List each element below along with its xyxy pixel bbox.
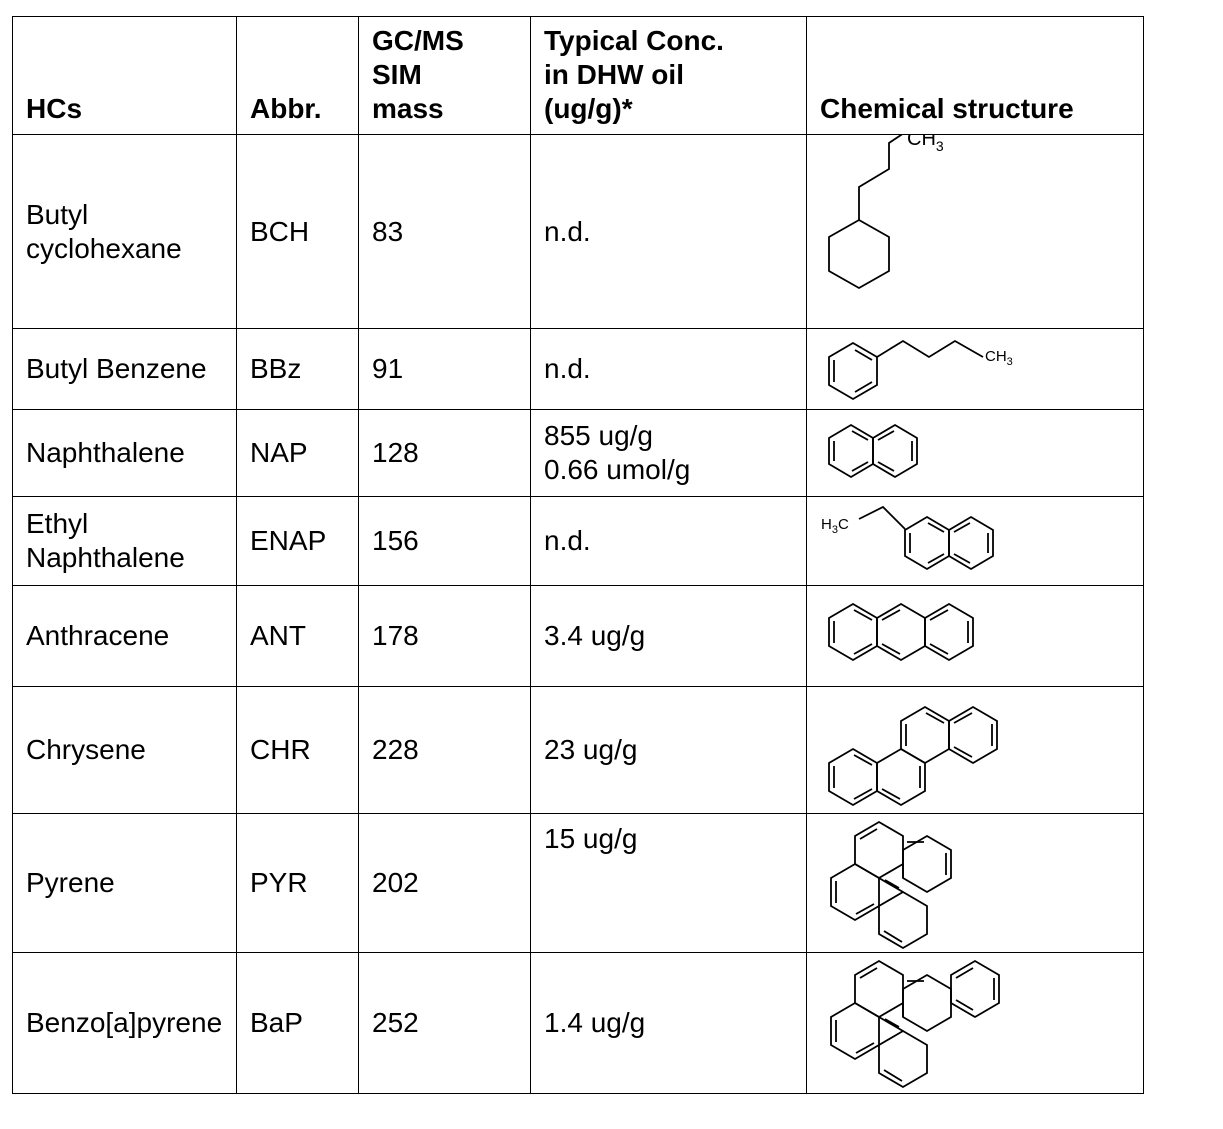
row-name: Chrysene — [12, 686, 237, 814]
row-mass: 91 — [358, 328, 531, 410]
butyl-benzene-structure-icon: CH3 — [828, 339, 1013, 401]
row-conc: 23 ug/g — [530, 686, 807, 814]
chrysene-structure-icon — [828, 705, 998, 807]
table-row: Naphthalene NAP 128 855 ug/g 0.66 umol/g — [12, 409, 1144, 497]
table-header-row: HCs Abbr. GC/MS SIM mass Typical Conc. i… — [12, 16, 1144, 135]
row-name: Naphthalene — [12, 409, 237, 497]
row-conc: 15 ug/g — [530, 813, 807, 953]
header-hcs: HCs — [12, 16, 237, 135]
header-structure: Chemical structure — [806, 16, 1144, 135]
row-abbr: ANT — [236, 585, 359, 687]
butyl-cyclohexane-structure-icon: CH3 — [828, 135, 944, 290]
header-abbr: Abbr. — [236, 16, 359, 135]
table-row: Ethyl Naphthalene ENAP 156 n.d. H3C — [12, 496, 1144, 586]
row-mass: 83 — [358, 134, 531, 329]
structure-cell: CH3 — [806, 134, 1144, 329]
row-name: Benzo[a]pyrene — [12, 952, 237, 1094]
anthracene-structure-icon — [828, 602, 974, 662]
table-row: Butyl cyclohexane BCH 83 n.d. CH3 — [12, 134, 1144, 329]
row-mass: 178 — [358, 585, 531, 687]
row-name: Pyrene — [12, 813, 237, 953]
svg-text:H3C: H3C — [821, 516, 849, 536]
row-abbr: NAP — [236, 409, 359, 497]
row-abbr: BBz — [236, 328, 359, 410]
row-mass: 252 — [358, 952, 531, 1094]
row-name: Anthracene — [12, 585, 237, 687]
structure-cell — [806, 952, 1144, 1094]
row-abbr: PYR — [236, 813, 359, 953]
row-mass: 128 — [358, 409, 531, 497]
header-mass: GC/MS SIM mass — [358, 16, 531, 135]
row-conc: n.d. — [530, 496, 807, 586]
structure-cell — [806, 813, 1144, 953]
row-mass: 228 — [358, 686, 531, 814]
row-mass: 156 — [358, 496, 531, 586]
row-conc: 3.4 ug/g — [530, 585, 807, 687]
table-row: Butyl Benzene BBz 91 n.d. CH3 — [12, 328, 1144, 410]
ethyl-naphthalene-structure-icon: H3C — [821, 505, 994, 571]
structure-cell: CH3 — [806, 328, 1144, 410]
header-conc: Typical Conc. in DHW oil (ug/g)* — [530, 16, 807, 135]
pyrene-structure-icon — [830, 820, 952, 950]
row-name: Butyl cyclohexane — [12, 134, 237, 329]
table-row: Benzo[a]pyrene BaP 252 1.4 ug/g — [12, 952, 1144, 1094]
svg-text:CH3: CH3 — [985, 348, 1013, 368]
naphthalene-structure-icon — [828, 423, 918, 479]
row-conc: 1.4 ug/g — [530, 952, 807, 1094]
benzo-a-pyrene-structure-icon — [830, 959, 1000, 1089]
row-name: Butyl Benzene — [12, 328, 237, 410]
row-conc: n.d. — [530, 328, 807, 410]
row-mass: 202 — [358, 813, 531, 953]
structure-cell — [806, 585, 1144, 687]
row-abbr: BaP — [236, 952, 359, 1094]
row-abbr: ENAP — [236, 496, 359, 586]
table-row: Anthracene ANT 178 3.4 ug/g — [12, 585, 1144, 687]
table-row: Pyrene PYR 202 15 ug/g — [12, 813, 1144, 953]
hydrocarbon-table: HCs Abbr. GC/MS SIM mass Typical Conc. i… — [12, 16, 1144, 1094]
svg-text:CH3: CH3 — [907, 135, 944, 154]
row-conc: 855 ug/g 0.66 umol/g — [530, 409, 807, 497]
row-conc: n.d. — [530, 134, 807, 329]
row-abbr: BCH — [236, 134, 359, 329]
structure-cell: H3C — [806, 496, 1144, 586]
row-name: Ethyl Naphthalene — [12, 496, 237, 586]
structure-cell — [806, 686, 1144, 814]
structure-cell — [806, 409, 1144, 497]
row-abbr: CHR — [236, 686, 359, 814]
table-row: Chrysene CHR 228 23 ug/g — [12, 686, 1144, 814]
